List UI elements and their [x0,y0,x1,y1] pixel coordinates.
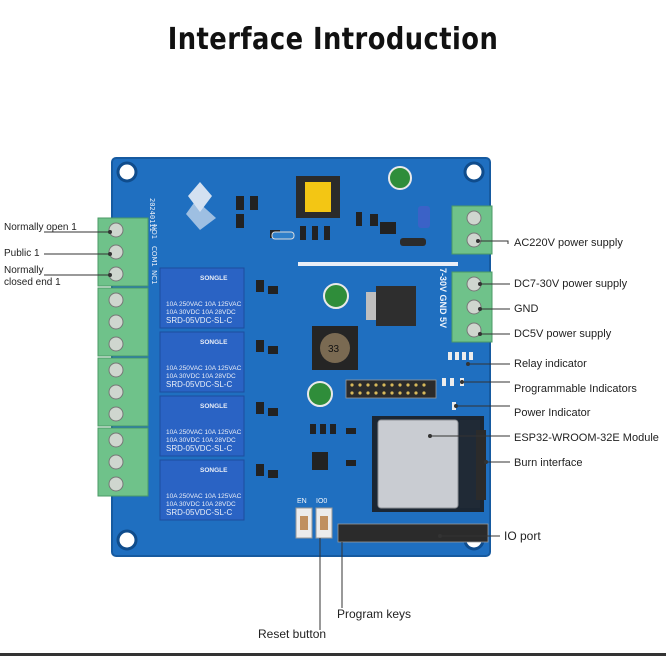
page-title: Interface Introduction [167,22,499,57]
pin-header-top [345,379,437,399]
label-dc7-30v: DC7-30V power supply [514,278,628,290]
svg-text:10A 30VDC 10A 28VDC: 10A 30VDC 10A 28VDC [166,437,236,444]
label-relay-indicator: Relay indicator [514,358,587,370]
label-reset-button: Reset button [258,627,327,641]
esp32-module [372,416,484,512]
svg-text:10A 250VAC 10A 125VAC: 10A 250VAC 10A 125VAC [166,429,242,436]
svg-text:10A 250VAC 10A 125VAC: 10A 250VAC 10A 125VAC [166,493,242,500]
bottom-rule [0,653,666,656]
svg-text:NO1: NO1 [150,224,158,239]
io-port-header [337,523,489,543]
svg-text:10A 30VDC 10A 28VDC: 10A 30VDC 10A 28VDC [166,373,236,380]
svg-text:COM1: COM1 [150,246,158,267]
electrolytic-capacitor [388,166,412,190]
power-silk: 7-30V GND 5V [438,268,448,328]
svg-text:10A 250VAC 10A 125VAC: 10A 250VAC 10A 125VAC [166,365,242,372]
label-programmable-indicators: Programmable Indicators [514,383,637,395]
relay-2 [159,331,245,393]
label-esp32-module: ESP32-WROOM-32E Module [514,432,659,444]
label-public-1: Public 1 [4,248,40,259]
svg-text:SRD-05VDC-SL-C: SRD-05VDC-SL-C [166,444,232,453]
burn-interface-connector [476,430,486,500]
svg-text:SRD-05VDC-SL-C: SRD-05VDC-SL-C [166,316,232,325]
svg-text:10A 30VDC 10A 28VDC: 10A 30VDC 10A 28VDC [166,309,236,316]
label-burn-interface: Burn interface [514,457,583,469]
dc-terminal-block [451,271,493,343]
svg-text:EN: EN [297,498,307,505]
svg-text:SRD-05VDC-SL-C: SRD-05VDC-SL-C [166,508,232,517]
svg-text:10A 250VAC 10A 125VAC: 10A 250VAC 10A 125VAC [166,301,242,308]
relay-3 [159,395,245,457]
leader-lines [44,231,510,630]
label-normally-open-1: Normally open 1 [4,222,77,233]
svg-text:SONGLE: SONGLE [200,339,228,346]
relay-4 [159,459,245,521]
svg-text:SONGLE: SONGLE [200,467,228,474]
svg-text:NC1: NC1 [150,270,158,285]
date-code: 20240111 [148,198,156,232]
svg-text:SRD-05VDC-SL-C: SRD-05VDC-SL-C [166,380,232,389]
svg-text:IO0: IO0 [316,498,327,505]
svg-text:33: 33 [328,344,340,355]
voltage-regulator [376,286,416,326]
program-buttons [295,507,333,539]
label-io-port: IO port [504,529,541,543]
svg-text:SONGLE: SONGLE [200,403,228,410]
svg-text:SONGLE: SONGLE [200,275,228,282]
board-logo [186,182,216,230]
relay-indicator-leds [448,352,473,360]
label-ac220v: AC220V power supply [514,237,623,249]
label-program-keys: Program keys [337,607,412,621]
ac-terminal-block [451,205,493,255]
label-power-indicator: Power Indicator [514,407,591,419]
label-dc5v: DC5V power supply [514,328,612,340]
label-gnd: GND [514,303,539,315]
svg-text:10A 30VDC 10A 28VDC: 10A 30VDC 10A 28VDC [166,501,236,508]
label-normally-closed-1: Normally closed end 1 [4,265,61,288]
relay-1 [159,267,245,329]
